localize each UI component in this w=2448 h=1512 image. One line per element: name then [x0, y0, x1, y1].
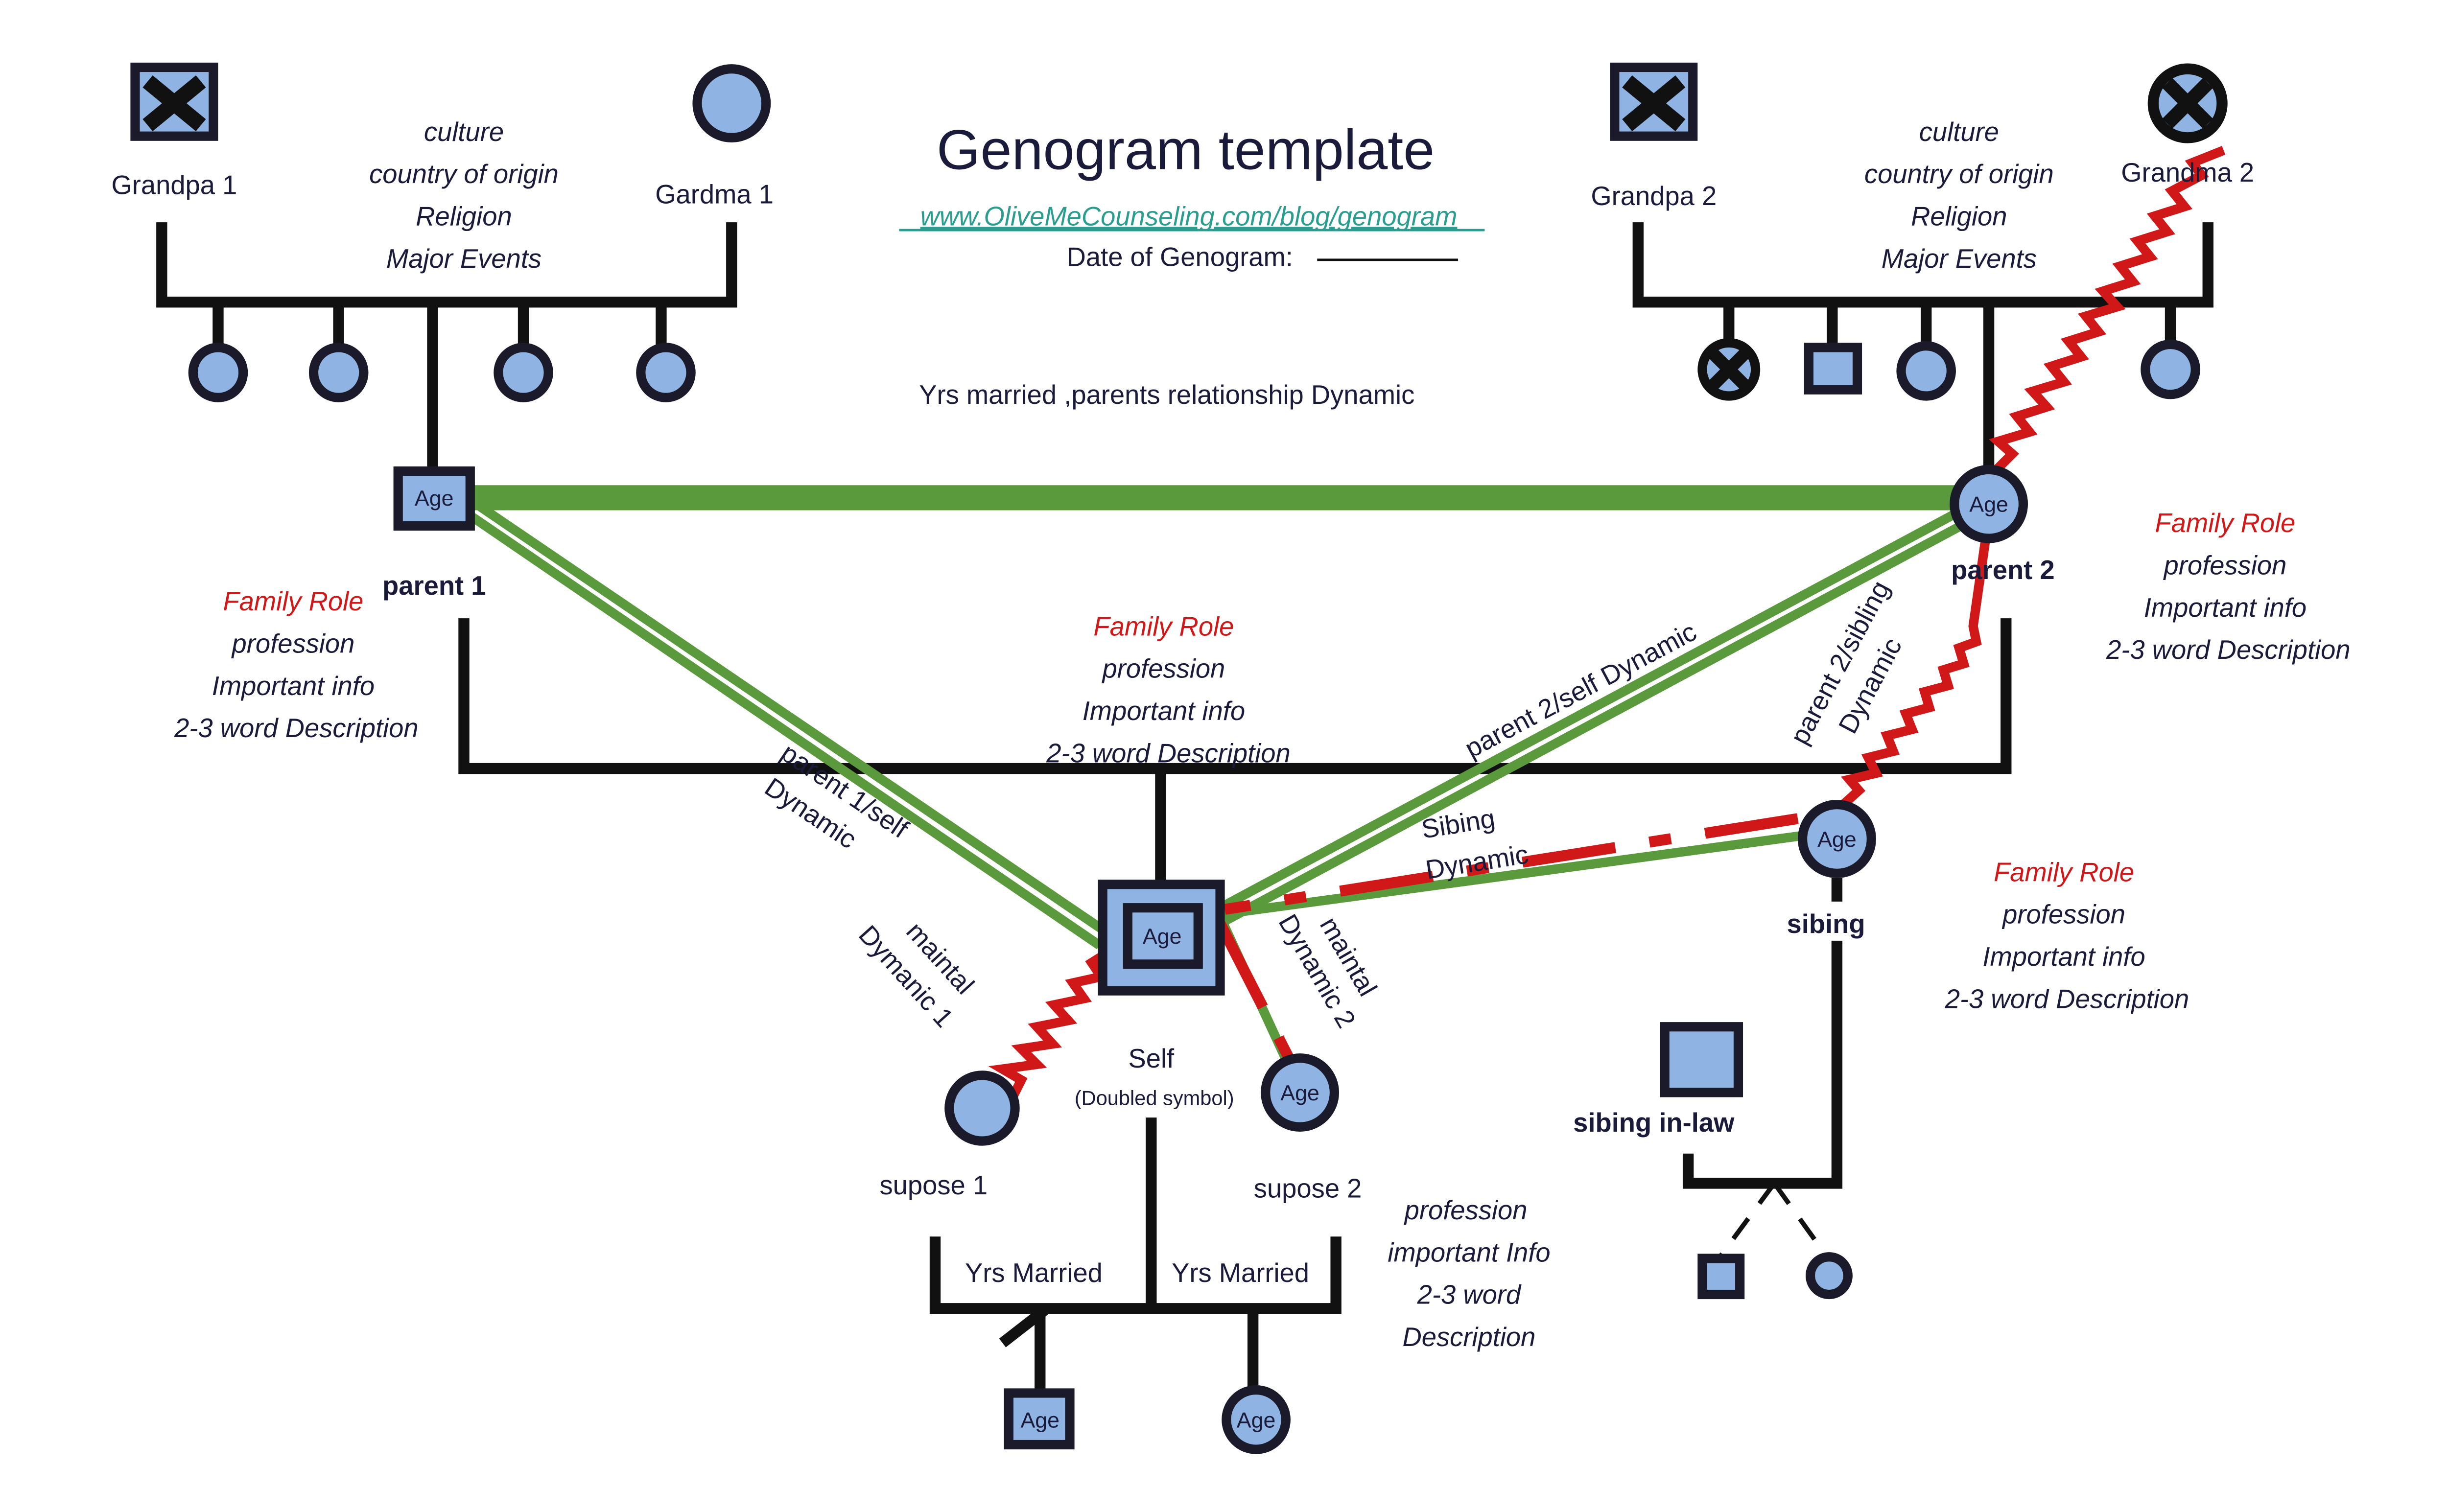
- aunt-uncle-6-symbol: [2141, 339, 2200, 399]
- sibling-inlaw-symbol: [1660, 1022, 1743, 1097]
- niece-nephew-symbol: [1697, 1254, 1745, 1300]
- parent1-self-dynamic-label: parent 1/self Dynamic: [759, 738, 914, 855]
- svg-text:culture: culture: [1919, 117, 1999, 147]
- svg-text:2-3 word Description: 2-3 word Description: [174, 713, 419, 743]
- aunt-uncle-4-symbol: [636, 343, 696, 402]
- aunt-uncle-5-symbol: [1896, 341, 1956, 401]
- marriage-note: Yrs married ,parents relationship Dynami…: [919, 380, 1414, 410]
- parent-1-symbol: [393, 466, 475, 531]
- parent-2-info: Family Role profession Important info 2-…: [2106, 508, 2351, 665]
- child-1-age: Age: [1020, 1408, 1059, 1432]
- spouse-1-symbol: [944, 1070, 1020, 1146]
- sibling-label: sibing: [1787, 909, 1865, 939]
- svg-text:Description: Description: [1402, 1322, 1535, 1352]
- grandma-1-symbol: [692, 64, 771, 142]
- aunt-uncle-2-symbol: [308, 343, 369, 402]
- child-2-symbol: [1222, 1385, 1291, 1454]
- parent-2-label: parent 2: [1951, 555, 2054, 585]
- svg-text:Family Role: Family Role: [2155, 508, 2295, 538]
- spouse-2-age: Age: [1280, 1081, 1319, 1105]
- grandma-2-label: Grandma 2: [2121, 158, 2254, 187]
- svg-text:2-3 word: 2-3 word: [1417, 1280, 1522, 1310]
- grandpa-2-label: Grandpa 2: [1591, 181, 1717, 211]
- date-label: Date of Genogram:: [1067, 242, 1293, 272]
- spouse-1-label: supose 1: [880, 1170, 988, 1200]
- yrs-married-right: Yrs Married: [1172, 1258, 1309, 1288]
- svg-text:profession: profession: [2163, 551, 2287, 581]
- svg-text:profession: profession: [231, 628, 355, 658]
- aunt-uncle-3-symbol: [494, 343, 553, 402]
- svg-text:Important info: Important info: [212, 671, 375, 701]
- parent-2-symbol: [1950, 465, 2028, 543]
- child-2-age: Age: [1237, 1408, 1276, 1432]
- grandma-1-label: Gardma 1: [655, 180, 774, 209]
- parent-1-age: Age: [415, 486, 454, 511]
- svg-text:Major Events: Major Events: [386, 244, 541, 274]
- self-info: Family Role profession Important info 2-…: [1046, 611, 1291, 768]
- svg-text:profession: profession: [1404, 1195, 1528, 1225]
- svg-text:2-3 word Description: 2-3 word Description: [2106, 635, 2351, 665]
- source-link[interactable]: www.OliveMeCounseling.com/blog/genogram: [920, 201, 1458, 231]
- svg-text:Family Role: Family Role: [1093, 611, 1234, 641]
- svg-text:2-3 word Description: 2-3 word Description: [1945, 984, 2189, 1014]
- relationship-lines: [469, 146, 2226, 1098]
- spouse-2-symbol: [1261, 1053, 1340, 1132]
- grandpa-1-symbol: [130, 62, 218, 141]
- svg-text:Important info: Important info: [1982, 942, 2145, 972]
- svg-text:profession: profession: [2001, 900, 2125, 930]
- sibling-age: Age: [1817, 827, 1857, 852]
- parent-1-info: Family Role profession Important info 2-…: [174, 586, 419, 743]
- yrs-married-left: Yrs Married: [965, 1258, 1103, 1288]
- svg-text:important Info: important Info: [1388, 1237, 1550, 1267]
- family-lines: [156, 222, 2213, 1393]
- sibling-info: Family Role profession Important info 2-…: [1945, 857, 2189, 1014]
- marital-dynamic-2-label: maintal Dynamic 2: [1273, 909, 1383, 1033]
- svg-text:country of origin: country of origin: [1864, 159, 2054, 189]
- svg-text:Family Role: Family Role: [1994, 857, 2134, 887]
- sibling-symbol: [1797, 800, 1876, 878]
- grandma-2-symbol: [2147, 63, 2228, 143]
- parent-2-age: Age: [1969, 492, 2008, 517]
- svg-text:Family Role: Family Role: [223, 586, 363, 616]
- uncle-symbol: [1804, 343, 1862, 395]
- svg-text:2-3 word Description: 2-3 word Description: [1046, 738, 1291, 768]
- spouse-2-label: supose 2: [1254, 1173, 1362, 1203]
- svg-text:profession: profession: [1101, 654, 1225, 684]
- self-sublabel: (Doubled symbol): [1075, 1087, 1234, 1110]
- spouse-2-info: profession important Info 2-3 word Descr…: [1388, 1195, 1550, 1352]
- self-age: Age: [1143, 924, 1182, 949]
- svg-text:Major Events: Major Events: [1882, 244, 2037, 274]
- sibling-inlaw-label: sibing in-law: [1573, 1108, 1735, 1138]
- child-1-symbol: [1004, 1388, 1075, 1450]
- svg-text:Important info: Important info: [2144, 593, 2307, 623]
- svg-text:parent 2/self Dynamic: parent 2/self Dynamic: [1460, 617, 1701, 764]
- parent2-self-dynamic-label: parent 2/self Dynamic: [1460, 617, 1701, 764]
- parent-1-label: parent 1: [382, 571, 486, 601]
- svg-text:Religion: Religion: [1911, 201, 2007, 231]
- grandparents-1-info: culture country of origin Religion Major…: [369, 117, 559, 274]
- self-symbol: [1098, 880, 1225, 996]
- page-title: Genogram template: [937, 118, 1435, 181]
- grandparents-2-info: culture country of origin Religion Major…: [1864, 117, 2054, 274]
- niece-nephew-2-symbol: [1805, 1252, 1853, 1300]
- svg-text:culture: culture: [424, 117, 504, 147]
- svg-text:Important info: Important info: [1083, 696, 1245, 726]
- aunt-deceased-symbol: [1697, 338, 1761, 401]
- aunt-uncle-1-symbol: [188, 343, 248, 402]
- self-label: Self: [1128, 1044, 1175, 1073]
- svg-text:Religion: Religion: [416, 201, 512, 231]
- svg-text:country of origin: country of origin: [369, 159, 559, 189]
- grandpa-2-symbol: [1610, 62, 1698, 141]
- marital-dynamic-1-label: maintal Dymanic 1: [853, 916, 980, 1033]
- grandpa-1-label: Grandpa 1: [111, 170, 237, 200]
